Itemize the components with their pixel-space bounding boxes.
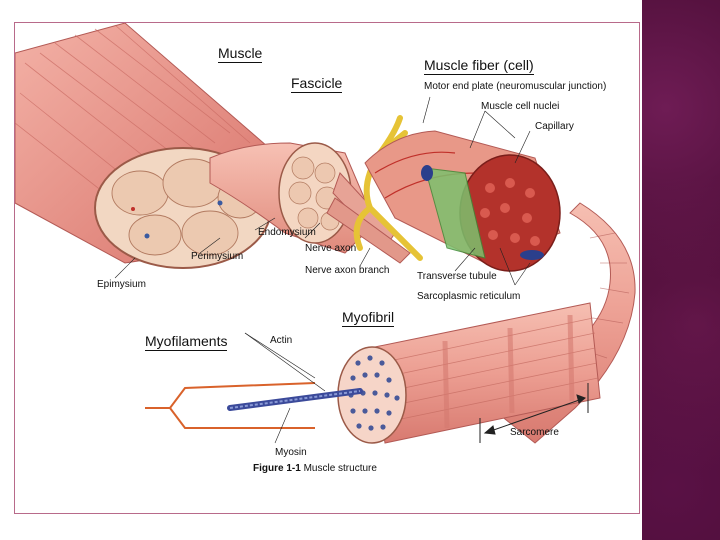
label-epimysium: Epimysium bbox=[97, 279, 146, 290]
label-sarcoplasmic-reticulum: Sarcoplasmic reticulum bbox=[417, 291, 521, 302]
muscle-structure-illustration bbox=[15, 23, 636, 444]
figure-caption-text: Muscle structure bbox=[303, 463, 377, 474]
label-endomysium: Endomysium bbox=[258, 227, 316, 238]
muscle-bundle bbox=[15, 23, 276, 269]
myofilaments bbox=[145, 382, 363, 429]
label-actin: Actin bbox=[270, 335, 293, 346]
label-fascicle: Fascicle bbox=[291, 75, 343, 93]
muscle-fiber bbox=[364, 130, 561, 272]
figure-number: Figure 1-1 bbox=[253, 463, 301, 474]
label-muscle-cell-nuclei: Muscle cell nuclei bbox=[481, 101, 560, 112]
label-myosin: Myosin bbox=[275, 447, 307, 458]
diagram-frame: Muscle Fascicle Muscle fiber (cell) Moto… bbox=[14, 22, 640, 514]
label-sarcomere: Sarcomere bbox=[510, 427, 559, 438]
label-capillary: Capillary bbox=[535, 121, 574, 132]
label-motor-end-plate: Motor end plate (neuromuscular junction) bbox=[424, 81, 607, 92]
label-myofibril: Myofibril bbox=[342, 309, 395, 327]
leader-lines bbox=[114, 96, 531, 444]
decorative-side-band bbox=[642, 0, 720, 540]
figure-caption: Figure 1-1 Muscle structure bbox=[253, 463, 377, 474]
myofibril-cylinder bbox=[337, 302, 601, 444]
label-transverse-tubule: Transverse tubule bbox=[417, 271, 497, 282]
label-perimysium: Perimysium bbox=[191, 251, 244, 262]
label-myofilaments: Myofilaments bbox=[145, 333, 228, 351]
label-muscle: Muscle bbox=[218, 45, 263, 63]
label-nerve-axon-branch: Nerve axon branch bbox=[305, 265, 390, 276]
sarcomere-arrow bbox=[479, 383, 589, 443]
label-muscle-fiber: Muscle fiber (cell) bbox=[424, 57, 534, 75]
label-nerve-axon: Nerve axon bbox=[305, 243, 357, 254]
